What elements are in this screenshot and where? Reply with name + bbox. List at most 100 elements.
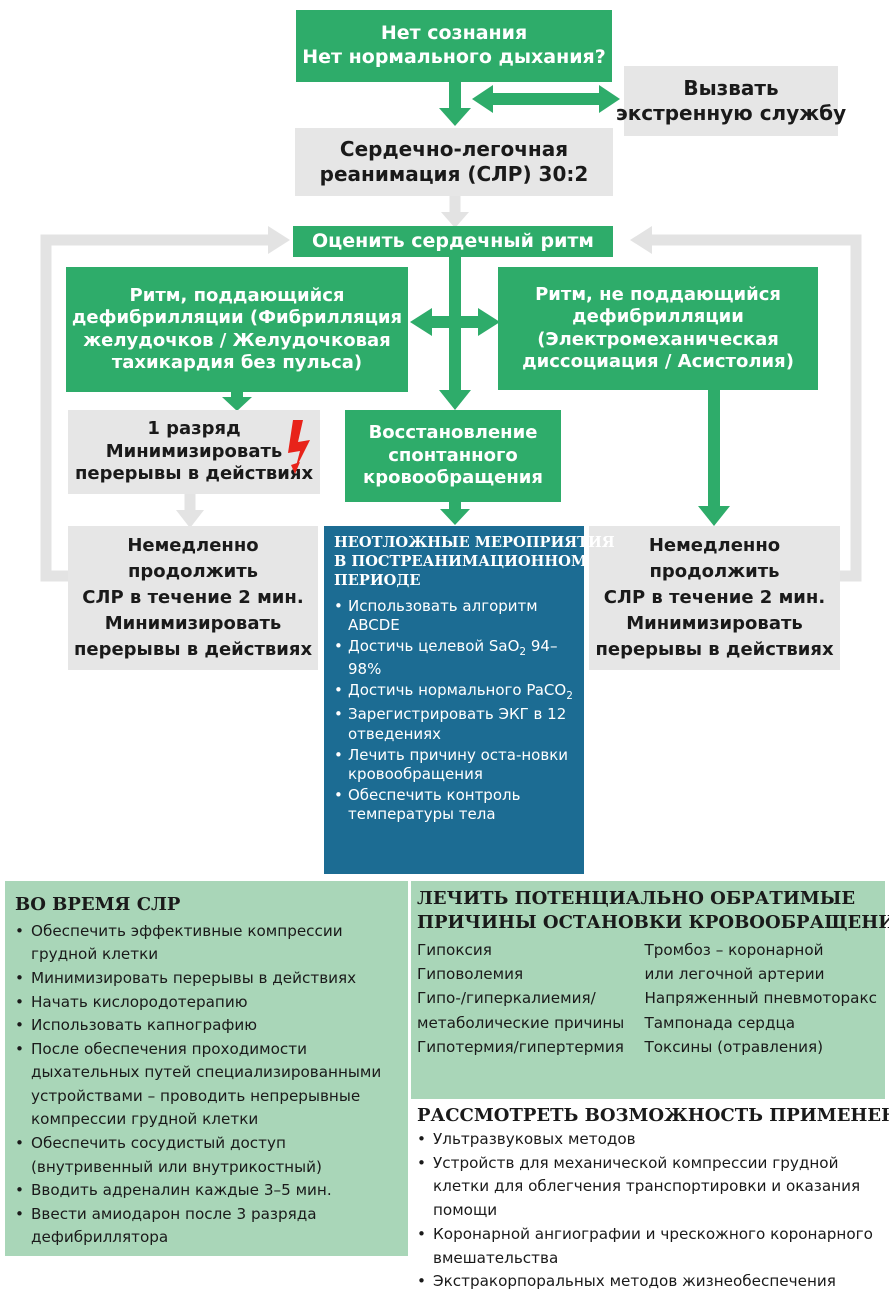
post-paco2-subscript: 2 [566, 689, 573, 702]
consider-item-mechanical-compression: Устройств для механической компрессии гр… [417, 1152, 881, 1223]
shock-line-2: Минимизировать [105, 440, 283, 462]
call-left-arrowhead [472, 85, 493, 113]
continue-right-line-1: Немедленно [648, 534, 781, 556]
cpr-line-1: Сердечно-легочная [339, 137, 569, 161]
shockable-line-3: желудочков / Желудочковая [83, 329, 391, 351]
post-resuscitation-box: НЕОТЛОЖНЫЕ МЕРОПРИЯТИЯ В ПОСТРЕАНИМАЦИОН… [324, 526, 615, 874]
post-item-paco2: Достичь нормального PaCO2 [334, 681, 576, 703]
loop-right-line [652, 234, 862, 582]
post-item-abcde: Использовать алгоритм ABCDE [334, 597, 576, 635]
start-down-arrowhead [439, 108, 471, 126]
during-title: ВО ВРЕМЯ СЛР [15, 894, 181, 915]
nonshockable-line-4: диссоциация / Асистолия) [522, 351, 794, 372]
cpr-line-2: реанимация (СЛР) 30:2 [319, 162, 589, 186]
continue-cpr-left-box: Немедленно продолжить СЛР в течение 2 ми… [68, 526, 318, 670]
consider-title: РАССМОТРЕТЬ ВОЗМОЖНОСТЬ ПРИМЕНЕНИЯ [417, 1105, 889, 1126]
post-sao2-subscript: 2 [519, 646, 527, 659]
during-item-compressions: Обеспечить эффективные компрессии грудно… [15, 920, 400, 967]
assess-rhythm-box: Оценить сердечный ритм [293, 226, 613, 257]
post-item-sao2-text: Достичь целевой SaO [348, 637, 520, 656]
rhythm-left-arrowhead [410, 308, 432, 336]
cpr-box: Сердечно-легочная реанимация (СЛР) 30:2 [295, 128, 613, 196]
post-item-treat-cause: Лечить причину оста-новки кровообращения [334, 746, 576, 784]
call-emergency-box: Вызвать экстренную службу [616, 66, 846, 136]
continue-left-line-2: продолжить [127, 560, 259, 582]
causes-right-column: Тромбоз – коронарной или легочной артери… [644, 938, 877, 1060]
during-item-amiodarone: Ввести амиодарон после 3 разряда дефибри… [15, 1203, 400, 1250]
treat-title-line-2: ПРИЧИНЫ ОСТАНОВКИ КРОВООБРАЩЕНИЯ [417, 912, 889, 934]
loop-left-arrowhead [268, 226, 290, 254]
lightning-bolt-icon [288, 420, 310, 474]
post-sao2-range: 94–98% [348, 637, 558, 678]
cause-thermia: Гипотермия/гипертермия [417, 1037, 624, 1056]
shock-line-3: перерывы в действиях [74, 463, 314, 485]
continue-right-line-2: продолжить [649, 560, 780, 582]
rosc-box: Восстановление спонтанного кровообращени… [345, 410, 561, 502]
continue-left-line-1: Немедленно [127, 534, 259, 556]
continue-cpr-right-box: Немедленно продолжить СЛР в течение 2 ми… [589, 526, 840, 670]
shock-down-arrowhead [176, 510, 204, 528]
rosc-down-arrowhead [440, 509, 470, 525]
rosc-line-1: Восстановление [368, 422, 538, 444]
post-item-temperature: Обеспечить контроль температуры тела [334, 786, 576, 824]
shockable-down-arrowhead [222, 397, 252, 411]
shock-box: 1 разряд Минимизировать перерывы в дейст… [68, 410, 320, 494]
continue-left-line-4: Минимизировать [104, 613, 282, 635]
during-item-adrenaline: Вводить адреналин каждые 3–5 мин. [15, 1179, 400, 1203]
nonshockable-rhythm-box: Ритм, не поддающийся дефибрилляции (Элек… [498, 267, 818, 390]
rhythm-right-arrowhead [478, 308, 500, 336]
nonshock-down-arrowhead [698, 506, 730, 526]
consider-item-ultrasound: Ультразвуковых методов [417, 1128, 881, 1152]
during-item-minimize: Минимизировать перерывы в действиях [15, 967, 400, 991]
during-item-airway: После обеспечения проходимости дыхательн… [15, 1038, 400, 1132]
consider-box: РАССМОТРЕТЬ ВОЗМОЖНОСТЬ ПРИМЕНЕНИЯ Ультр… [411, 1101, 889, 1294]
reversible-causes-box: ЛЕЧИТЬ ПОТЕНЦИАЛЬНО ОБРАТИМЫЕ ПРИЧИНЫ ОС… [411, 881, 889, 1099]
cpr-down-arrowhead [441, 212, 469, 228]
cause-metabolic: метаболические причины [417, 1013, 625, 1032]
assess-down-arrowhead [439, 390, 471, 410]
cause-pneumothorax: Напряженный пневмоторакс [644, 989, 877, 1008]
continue-right-line-4: Минимизировать [626, 613, 803, 635]
start-box: Нет сознания Нет нормального дыхания? [296, 10, 612, 82]
cause-artery: или легочной артерии [644, 964, 825, 983]
assess-label: Оценить сердечный ритм [312, 229, 594, 252]
cause-tamponade: Тампонада сердца [644, 1013, 796, 1032]
shockable-rhythm-box: Ритм, поддающийся дефибрилляции (Фибрилл… [66, 267, 408, 392]
start-line-1: Нет сознания [380, 22, 528, 45]
call-right-arrowhead [599, 85, 620, 113]
call-line-1: Вызвать [683, 76, 779, 100]
rosc-line-3: кровообращения [363, 467, 543, 489]
flow-connectors [40, 82, 862, 582]
consider-item-angiography: Коронарной ангиографии и чрескожного кор… [417, 1223, 881, 1270]
cause-kalemia: Гипо-/гиперкалиемия/ [417, 989, 596, 1008]
start-line-2: Нет нормального дыхания? [302, 46, 606, 68]
nonshockable-line-2: дефибрилляции [572, 306, 744, 327]
loop-right-arrowhead [630, 226, 652, 254]
shockable-line-4: тахикардия без пульса) [111, 352, 363, 373]
continue-left-line-3: СЛР в течение 2 мин. [82, 586, 304, 608]
shock-line-1: 1 разряд [147, 418, 241, 440]
post-title-line-1: НЕОТЛОЖНЫЕ МЕРОПРИЯТИЯ [334, 534, 615, 551]
during-item-capnography: Использовать капнографию [15, 1014, 400, 1038]
call-line-2: экстренную службу [615, 101, 847, 125]
cause-hypoxia: Гипоксия [417, 940, 492, 959]
post-title-line-2: В ПОСТРЕАНИМАЦИОННОМ [334, 552, 588, 570]
during-item-vascular-access: Обеспечить сосудистый доступ (внутривенн… [15, 1132, 400, 1179]
cause-hypovolemia: Гиповолемия [417, 964, 524, 983]
loop-left-line [40, 234, 268, 582]
continue-left-line-5: перерывы в действиях [73, 639, 313, 661]
nonshockable-line-3: (Электромеханическая [537, 328, 779, 350]
continue-right-line-5: перерывы в действиях [595, 639, 834, 661]
rosc-line-2: спонтанного [388, 444, 518, 466]
shockable-line-2: дефибрилляции (Фибрилляция [71, 307, 403, 328]
post-title-line-3: ПЕРИОДЕ [334, 571, 421, 589]
treat-title-line-1: ЛЕЧИТЬ ПОТЕНЦИАЛЬНО ОБРАТИМЫЕ [417, 888, 856, 909]
during-cpr-box: ВО ВРЕМЯ СЛР Обеспечить эффективные комп… [5, 881, 408, 1256]
post-item-sao2: Достичь целевой SaO2 94–98% [334, 637, 576, 679]
continue-right-line-3: СЛР в течение 2 мин. [603, 586, 826, 608]
nonshockable-line-1: Ритм, не поддающийся [535, 283, 781, 305]
cause-toxins: Токсины (отравления) [644, 1037, 824, 1056]
consider-item-ecls: Экстракорпоральных методов жизнеобеспече… [417, 1270, 881, 1294]
post-item-paco2-text: Достичь нормального PaCO [348, 680, 567, 699]
post-item-ecg: Зарегистрировать ЭКГ в 12 отведениях [334, 705, 576, 743]
